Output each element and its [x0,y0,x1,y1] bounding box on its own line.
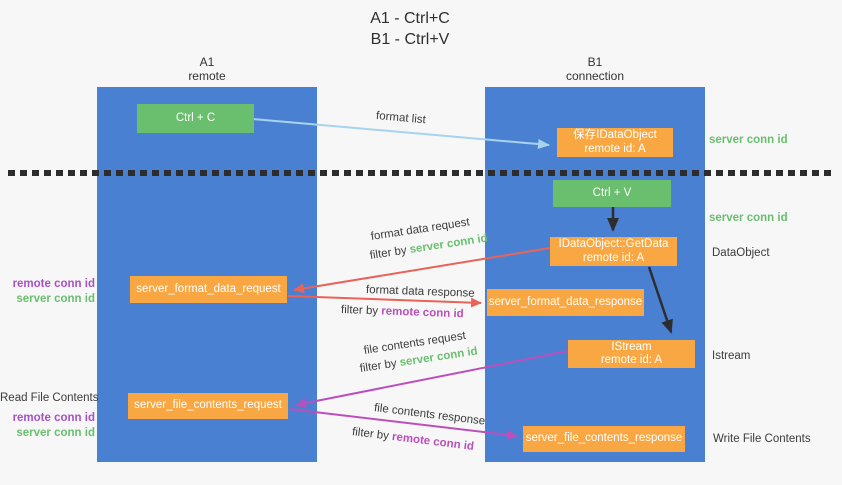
filter-by-text: filter by [351,426,390,443]
node-save-idataobject: 保存IDataObject remote id: A [557,128,673,157]
server-conn-id-label-mid: server conn id [709,212,788,224]
node-istream-line1: IStream [611,340,652,353]
node-istream-line2: remote id: A [600,354,663,366]
column-b1-subtitle: connection [565,69,625,83]
node-server-format-data-request: server_format_data_request [130,276,287,303]
filter-by-text: filter by [369,244,408,262]
node-idataobject-getdata-line2: remote id: A [582,251,645,264]
dashed-divider [8,170,836,176]
node-ctrl-v: Ctrl + V [553,180,671,207]
filter-by-text: filter by [359,357,398,375]
title-line-1: A1 - Ctrl+C [370,10,450,27]
format-data-response-label: format data response [365,284,475,300]
file-request-conn-ids: remote conn id server conn id [0,411,95,440]
diagram-title: A1 - Ctrl+C B1 - Ctrl+V [0,8,820,50]
server-conn-id-label-top: server conn id [709,134,788,146]
node-save-idataobject-line1: 保存IDataObject [573,129,657,141]
filter-remote-conn-id: remote conn id [381,305,464,321]
format-request-conn-ids: remote conn id server conn id [0,277,95,306]
filter-remote-conn-id: remote conn id [391,430,475,453]
format-response-filter-label: filter by remote conn id [341,304,464,321]
node-server-file-contents-response-label: server_file_contents_response [525,432,683,445]
node-server-file-contents-response: server_file_contents_response [523,426,685,452]
node-server-format-data-request-label: server_format_data_request [136,282,281,295]
column-header-b1: B1 connection [485,55,705,83]
node-ctrl-c: Ctrl + C [137,104,254,133]
node-server-file-contents-request: server_file_contents_request [128,393,288,419]
column-header-a1: A1 remote [97,55,317,83]
column-b1-id: B1 [587,55,603,69]
write-file-contents-label: Write File Contents [713,433,811,445]
node-idataobject-getdata: IDataObject::GetData remote id: A [550,237,677,266]
filter-by-text: filter by [340,304,379,318]
istream-side-label: Istream [712,350,751,362]
server-conn-id-label-left-2: server conn id [16,426,95,439]
dataobject-label: DataObject [712,247,770,259]
remote-conn-id-label-1: remote conn id [12,278,95,290]
remote-conn-id-label-2: remote conn id [12,412,95,424]
node-server-file-contents-request-label: server_file_contents_request [134,399,282,412]
node-istream: IStream remote id: A [568,340,695,368]
node-idataobject-getdata-line1: IDataObject::GetData [558,238,669,250]
node-ctrl-c-label: Ctrl + C [175,111,216,124]
server-conn-id-label-left-1: server conn id [16,292,95,305]
file-contents-response-label: file contents response [373,402,486,428]
format-list-label: format list [375,110,427,127]
node-save-idataobject-line2: remote id: A [584,142,646,155]
title-line-2: B1 - Ctrl+V [370,31,450,48]
node-server-format-data-response-label: server_format_data_response [488,295,643,308]
node-server-format-data-response: server_format_data_response [487,289,644,316]
node-ctrl-v-label: Ctrl + V [592,186,632,199]
column-a1-subtitle: remote [188,69,226,83]
column-a1-id: A1 [199,55,215,69]
file-response-filter-label: filter by remote conn id [351,426,474,454]
read-file-contents-label: Read File Contents [0,392,99,404]
